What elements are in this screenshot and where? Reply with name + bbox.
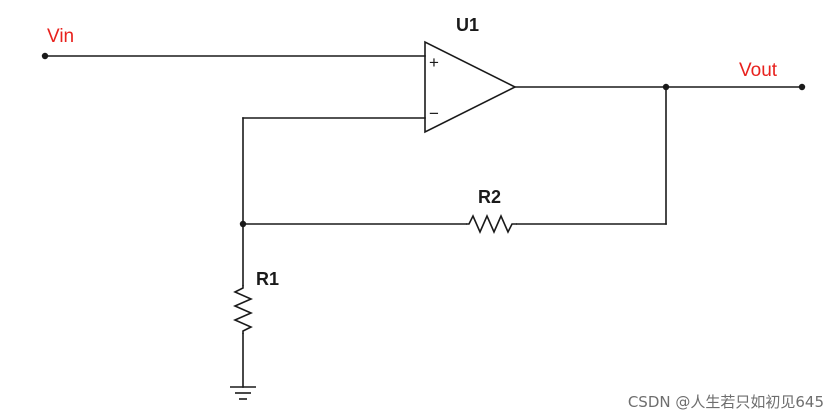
resistor-r2 xyxy=(466,214,517,234)
vin-terminal[interactable] xyxy=(41,52,49,60)
vin-label: Vin xyxy=(47,26,74,47)
r1-label: R1 xyxy=(256,269,279,289)
watermark: CSDN @人生若只如初见645 xyxy=(627,393,824,411)
ground-icon xyxy=(230,386,256,400)
vout-label: Vout xyxy=(739,60,778,81)
opamp-u1-label: U1 xyxy=(456,15,479,35)
opamp-u1-symbol xyxy=(424,40,517,134)
r2-label: R2 xyxy=(478,187,501,207)
vout-terminal[interactable] xyxy=(798,83,806,91)
resistor-r1 xyxy=(233,285,253,334)
opamp-plus-pin-label: + xyxy=(429,53,439,72)
opamp-minus-pin-label: − xyxy=(429,104,439,123)
